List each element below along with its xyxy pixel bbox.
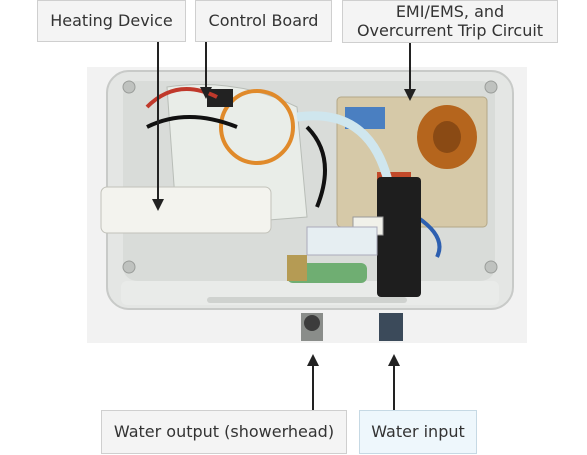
heater-photo xyxy=(87,67,527,343)
label-emi-line2: Overcurrent Trip Circuit xyxy=(356,20,544,40)
label-emi-circuit: EMI/EMS, and Overcurrent Trip Circuit xyxy=(342,0,558,43)
label-control-board: Control Board xyxy=(195,0,332,42)
label-water-input: Water input xyxy=(359,410,477,454)
label-heating-device: Heating Device xyxy=(37,0,186,42)
label-emi-line1: EMI/EMS, and xyxy=(395,2,505,22)
label-water-output: Water output (showerhead) xyxy=(101,410,347,454)
